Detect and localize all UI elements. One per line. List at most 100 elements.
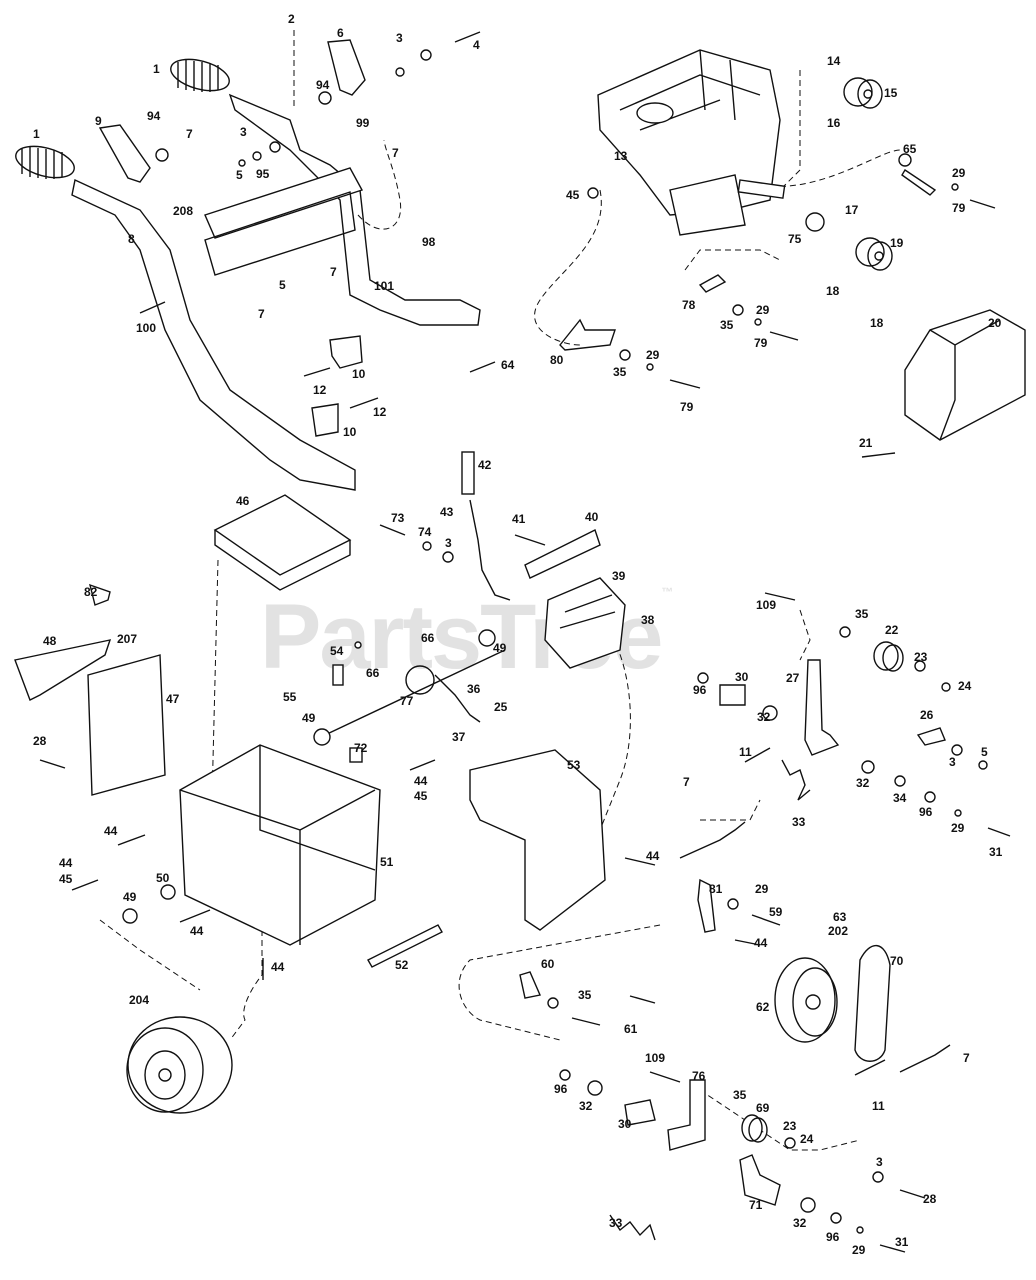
callout-1: 1 <box>153 62 160 76</box>
callout-79-c: 79 <box>680 400 694 414</box>
callout-72: 72 <box>354 741 368 755</box>
callout-7: 7 <box>186 127 193 141</box>
bracket-10-lower <box>311 403 339 437</box>
pulley-69 <box>741 1114 768 1143</box>
callout-54: 54 <box>330 644 344 658</box>
spring-11-lower <box>854 1059 886 1076</box>
callout-31: 31 <box>989 845 1003 859</box>
handle-upper-rail <box>228 93 481 326</box>
callout-12: 12 <box>313 383 327 397</box>
callout-25: 25 <box>494 700 508 714</box>
callout-7-f: 7 <box>963 1051 970 1065</box>
callout-98: 98 <box>422 235 436 249</box>
callout-8: 8 <box>128 232 135 246</box>
callout-100: 100 <box>136 321 156 335</box>
callout-21: 21 <box>859 436 873 450</box>
callout-3-b: 3 <box>240 125 247 139</box>
engine-assembly <box>559 49 1026 441</box>
bushing-30 <box>719 684 746 706</box>
callout-16: 16 <box>827 116 841 130</box>
knob-42 <box>461 451 475 495</box>
callout-69: 69 <box>756 1101 770 1115</box>
callout-30: 30 <box>735 670 749 684</box>
callout-10-b: 10 <box>343 425 357 439</box>
callout-46: 46 <box>236 494 250 508</box>
callout-99: 99 <box>356 116 370 130</box>
callout-101: 101 <box>374 279 394 293</box>
callout-59: 59 <box>769 905 783 919</box>
callout-2: 2 <box>288 12 295 26</box>
callout-34: 34 <box>893 791 907 805</box>
bracket-81 <box>697 878 716 933</box>
bracket-26 <box>916 727 946 746</box>
bushing-30-lower <box>624 1099 656 1126</box>
pulley-22 <box>873 641 904 672</box>
washer-3 <box>420 49 432 61</box>
callout-63: 63 <box>833 910 847 924</box>
frame-assembly <box>14 451 951 1241</box>
rod-52 <box>367 924 443 968</box>
callout-66: 66 <box>421 631 435 645</box>
callout-7-e: 7 <box>683 775 690 789</box>
callout-44-f: 44 <box>754 936 768 950</box>
callout-109: 109 <box>756 598 776 612</box>
callout-24: 24 <box>958 679 972 693</box>
callout-32: 32 <box>757 710 771 724</box>
spring-33 <box>781 759 811 801</box>
callout-5: 5 <box>236 168 243 182</box>
callout-81: 81 <box>709 882 723 896</box>
callout-96-d: 96 <box>826 1230 840 1244</box>
callout-18-b: 18 <box>870 316 884 330</box>
callout-44-g: 44 <box>271 960 285 974</box>
clip-72 <box>349 747 363 763</box>
callout-47: 47 <box>166 692 180 706</box>
callout-35-d: 35 <box>578 988 592 1002</box>
bracket-40 <box>524 529 601 579</box>
callout-13: 13 <box>614 149 628 163</box>
callout-70: 70 <box>890 954 904 968</box>
pulley-62 <box>774 957 838 1043</box>
rod-60 <box>519 971 541 999</box>
callout-15: 15 <box>884 86 898 100</box>
callout-23-b: 23 <box>783 1119 797 1133</box>
engine-13 <box>597 49 781 216</box>
callout-207: 207 <box>117 632 137 646</box>
chain-36 <box>434 674 481 723</box>
callout-61: 61 <box>624 1022 638 1036</box>
callout-80: 80 <box>550 353 564 367</box>
hardware <box>39 31 1011 1253</box>
callout-71: 71 <box>749 1198 763 1212</box>
bracket-10-upper <box>329 335 363 369</box>
callout-3: 3 <box>396 31 403 45</box>
bracket-76 <box>667 1079 706 1151</box>
callout-22: 22 <box>885 623 899 637</box>
bracket-82 <box>89 583 111 606</box>
callout-44-b: 44 <box>104 824 118 838</box>
callout-7-b: 7 <box>392 146 399 160</box>
callout-23: 23 <box>914 650 928 664</box>
callout-52: 52 <box>395 958 409 972</box>
callout-29-e: 29 <box>755 882 769 896</box>
callout-43: 43 <box>440 505 454 519</box>
callout-41: 41 <box>512 512 526 526</box>
callout-45-b: 45 <box>414 789 428 803</box>
callout-35-b: 35 <box>613 365 627 379</box>
arm-71 <box>739 1154 781 1206</box>
callout-109-b: 109 <box>645 1051 665 1065</box>
callout-74: 74 <box>418 525 432 539</box>
pulley-15 <box>843 77 883 109</box>
callout-77: 77 <box>400 694 414 708</box>
callout-65: 65 <box>903 142 917 156</box>
callout-78: 78 <box>682 298 696 312</box>
callout-208: 208 <box>173 204 193 218</box>
handle-grip-upper <box>170 58 230 92</box>
callout-28-b: 28 <box>923 1192 937 1206</box>
callout-5-b: 5 <box>279 278 286 292</box>
callout-36: 36 <box>467 682 481 696</box>
shift-rod-43 <box>469 499 511 601</box>
callout-7-c: 7 <box>330 265 337 279</box>
callout-73: 73 <box>391 511 405 525</box>
callout-94-b: 94 <box>147 109 161 123</box>
callout-39: 39 <box>612 569 626 583</box>
callout-49-b: 49 <box>302 711 316 725</box>
